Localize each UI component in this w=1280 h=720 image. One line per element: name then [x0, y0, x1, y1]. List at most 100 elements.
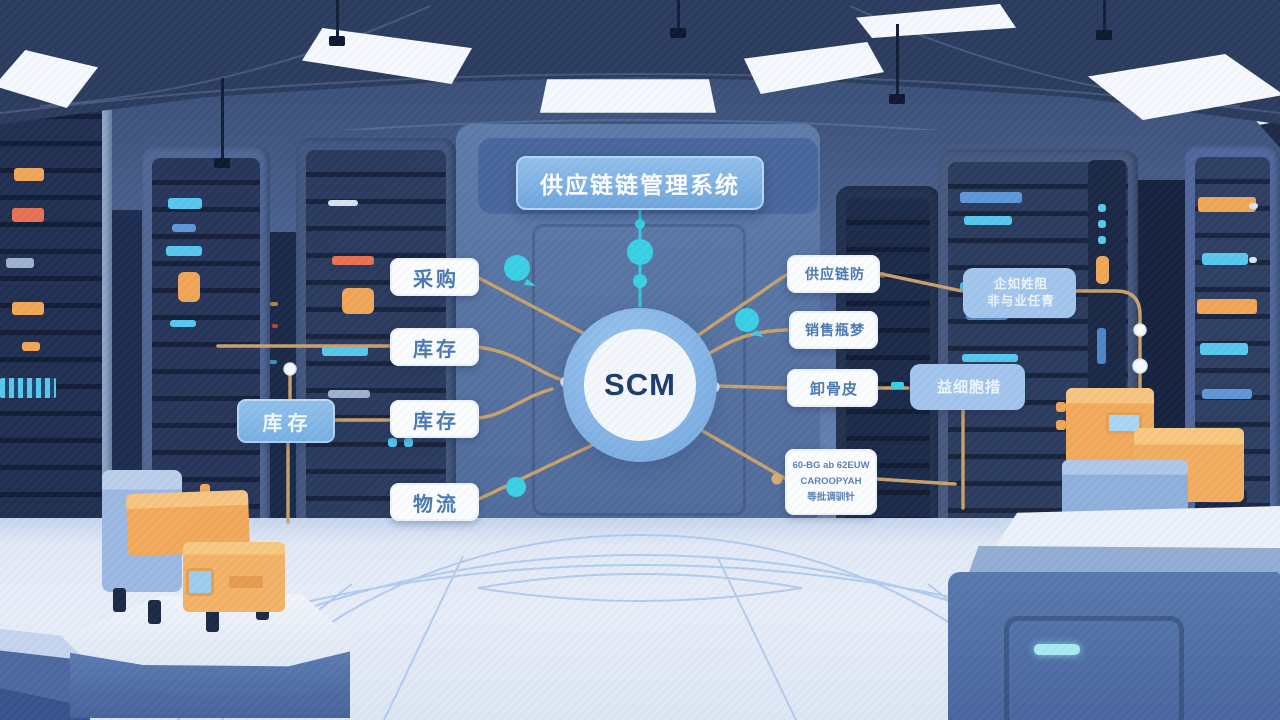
ceiling-light [540, 79, 716, 113]
rack-led-bar [200, 484, 210, 494]
rack-led-bar [404, 438, 413, 447]
node-label: 库存 [413, 410, 459, 433]
rack-led-bar [172, 224, 196, 232]
hanging-cable [336, 0, 339, 38]
cable-connector [670, 28, 686, 38]
chat-bubble-icon [735, 308, 759, 332]
diagram-node-right-3: 卸骨皮 [787, 369, 878, 407]
hanging-cable [221, 78, 224, 162]
node-label: 物流 [413, 493, 459, 516]
rack-led-bar [1056, 420, 1066, 430]
diagram-node-procurement: 采购 [390, 258, 479, 296]
gold-connectors [216, 271, 1142, 524]
rack-led-bar [332, 256, 374, 265]
node-line: 等批调驯针 [807, 492, 855, 504]
rack-led-bar [1202, 389, 1252, 399]
pedestal-panel [1004, 616, 1184, 720]
rack-led-bar [170, 320, 196, 327]
rack-led-bar [1098, 220, 1106, 228]
hanging-cable [1103, 0, 1106, 32]
rack-led-bar [1098, 236, 1106, 244]
node-line: 非与业任青 [987, 294, 1055, 308]
rack-led-bar [1197, 299, 1257, 314]
rack-led-bar [269, 360, 277, 364]
rack-panel [0, 92, 102, 545]
data-node-icons [504, 219, 904, 497]
node-label: 库存 [413, 338, 459, 361]
node-label: 库存 [262, 412, 313, 435]
diagram-node-inventory-blue: 库存 [237, 399, 335, 443]
rack-led-bar [166, 246, 202, 256]
data-dot-icon [635, 219, 645, 229]
connector-chip-icon [891, 382, 904, 389]
truck-wheel [148, 600, 161, 624]
rack-led-bar [1096, 256, 1109, 284]
hanging-cable [896, 24, 899, 96]
node-label: 益细胞措 [936, 378, 1001, 396]
diagram-node-right-4: 60-BG ab 62EUW CAROOPYAH 等批调驯针 [785, 449, 877, 515]
diagram-node-logistics: 物流 [390, 483, 479, 521]
rack-led-bar [1198, 197, 1256, 212]
data-dot-icon [633, 274, 647, 288]
cable-connector [1096, 30, 1112, 40]
rack-led-bar [1097, 328, 1106, 364]
node-label: 卸骨皮 [809, 380, 858, 398]
rack-led-bar [1056, 402, 1066, 412]
rack-led-bar [270, 302, 278, 306]
node-label: 销售瓶梦 [805, 322, 865, 338]
node-line: CAROOPYAH [800, 475, 862, 487]
node-line: 60-BG ab 62EUW [792, 459, 870, 471]
diagram-node-far-right-1: 企如姓阻 非与业任青 [963, 268, 1076, 318]
rack-led-bar [960, 192, 1022, 203]
rack-led-bar [1249, 257, 1257, 263]
rack-pixel-grid [0, 378, 56, 398]
truck-grille [229, 576, 263, 588]
rack-led-bar [1249, 203, 1258, 209]
rack-led-bar [1200, 343, 1248, 355]
data-dot-icon [627, 239, 653, 265]
rack-led-bar [168, 198, 202, 209]
pedestal-led [1034, 644, 1080, 655]
chat-bubble-icon [504, 255, 530, 281]
rack-led-bar [14, 168, 44, 181]
rack-led-bar [962, 354, 1018, 362]
chat-bubble-tail [524, 279, 536, 286]
chat-bubble-tail [752, 330, 764, 337]
node-label: 供应链防 [805, 266, 865, 282]
diagram-node-right-1: 供应链防 [787, 255, 880, 293]
scm-hub-inner: SCM [584, 329, 696, 441]
scm-label: SCM [604, 367, 676, 402]
rack-led-bar [328, 390, 370, 398]
diagram-node-inventory-2: 库存 [390, 400, 479, 438]
cable-connector [214, 158, 230, 168]
rack-led-bar [1098, 204, 1106, 212]
rack-led-bar [342, 288, 374, 314]
node-label: 采购 [413, 268, 459, 291]
gold-junction-dot [771, 473, 783, 485]
scm-hub: SCM [563, 308, 717, 462]
hanging-cable [677, 0, 680, 30]
box-label-panel [1106, 412, 1142, 434]
title-banner: 供应链链管理系统 [516, 156, 764, 210]
pedestal-body [948, 572, 1280, 720]
node-line: 企如姓阻 [993, 276, 1048, 291]
truck-wheel [113, 588, 126, 612]
rack-led-bar [22, 342, 40, 351]
cable-connector [329, 36, 345, 46]
rack-led-bar [178, 272, 200, 302]
rack-led-bar [964, 216, 1012, 225]
diagram-node-right-2: 销售瓶梦 [789, 311, 878, 349]
rack-led-bar [1202, 253, 1248, 265]
diagram-node-inventory-1: 库存 [390, 328, 479, 366]
rack-led-bar [328, 200, 358, 206]
rack-led-bar [12, 302, 44, 315]
server-rack [0, 80, 112, 545]
rack-led-bar [322, 346, 368, 356]
rack-led-bar [12, 208, 44, 222]
rack-led-bar [272, 324, 278, 328]
diagram-node-far-right-2: 益细胞措 [910, 364, 1025, 410]
data-dot-icon [506, 477, 526, 497]
rack-led-bar [388, 438, 397, 447]
